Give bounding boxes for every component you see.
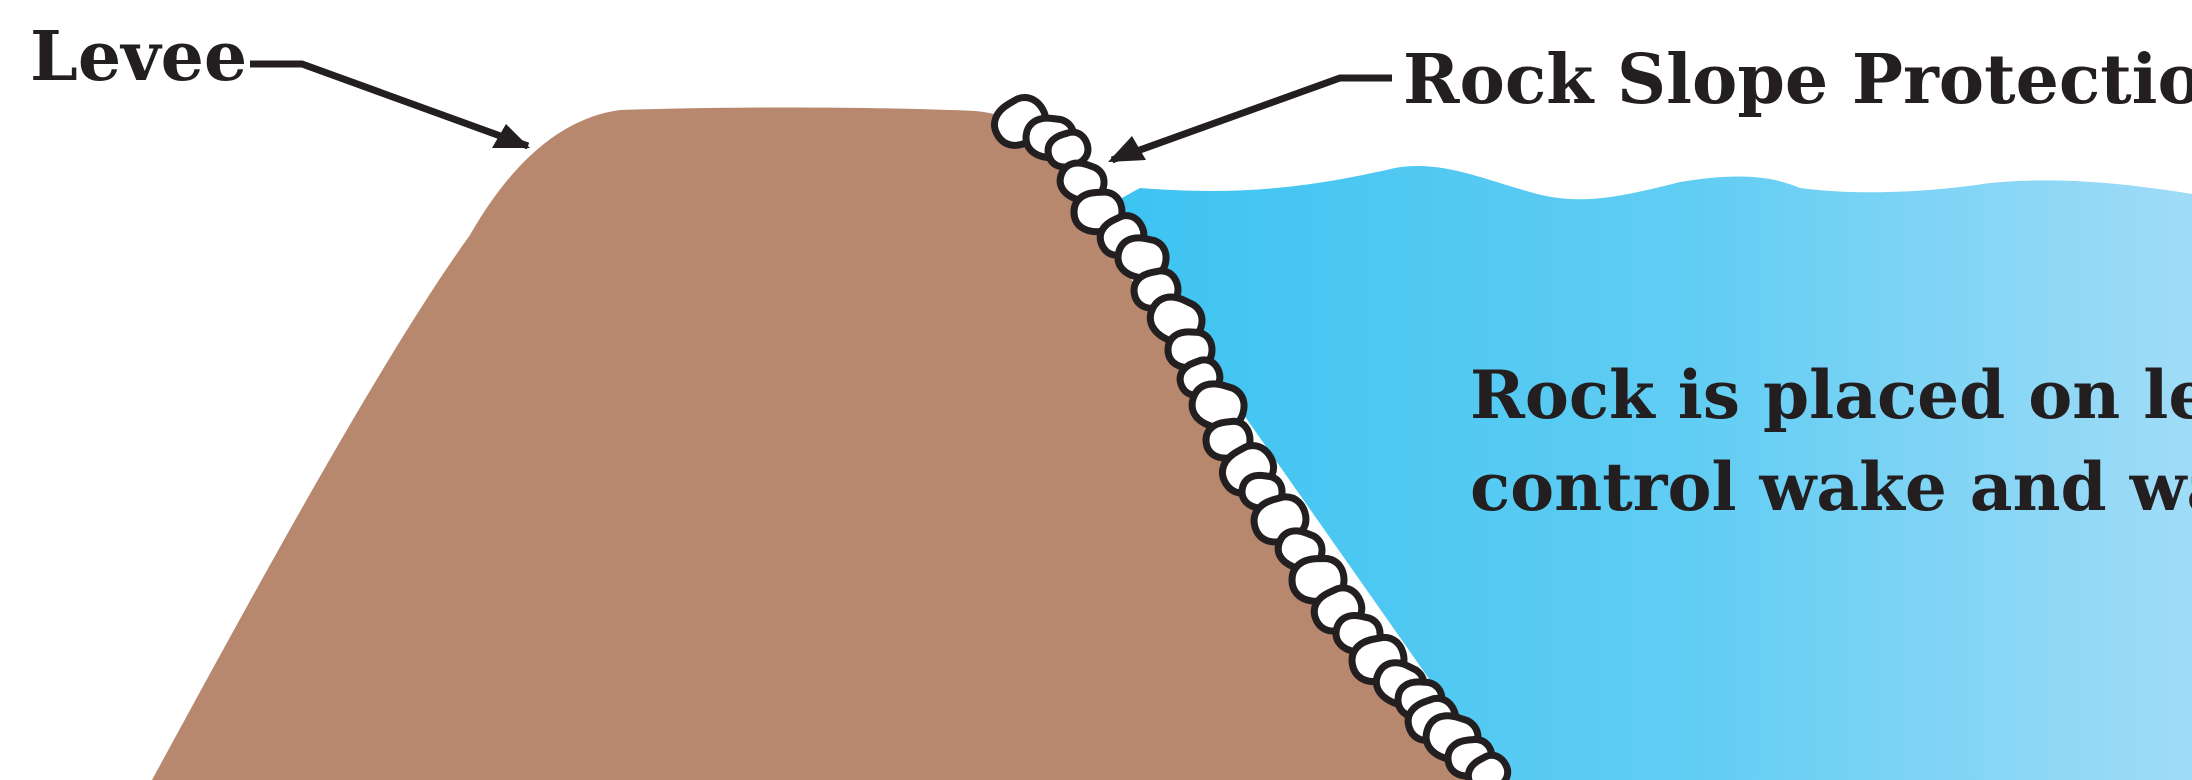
- rock-slope-label: Rock Slope Protection: [1403, 40, 2192, 120]
- description-line-1: Rock is placed on levee: [1470, 356, 2192, 434]
- levee-leader-line: [250, 64, 528, 146]
- description-line-2: control wake and wave: [1470, 448, 2192, 526]
- rock-slope-leader-line: [1112, 78, 1392, 160]
- levee-label: Levee: [30, 17, 247, 97]
